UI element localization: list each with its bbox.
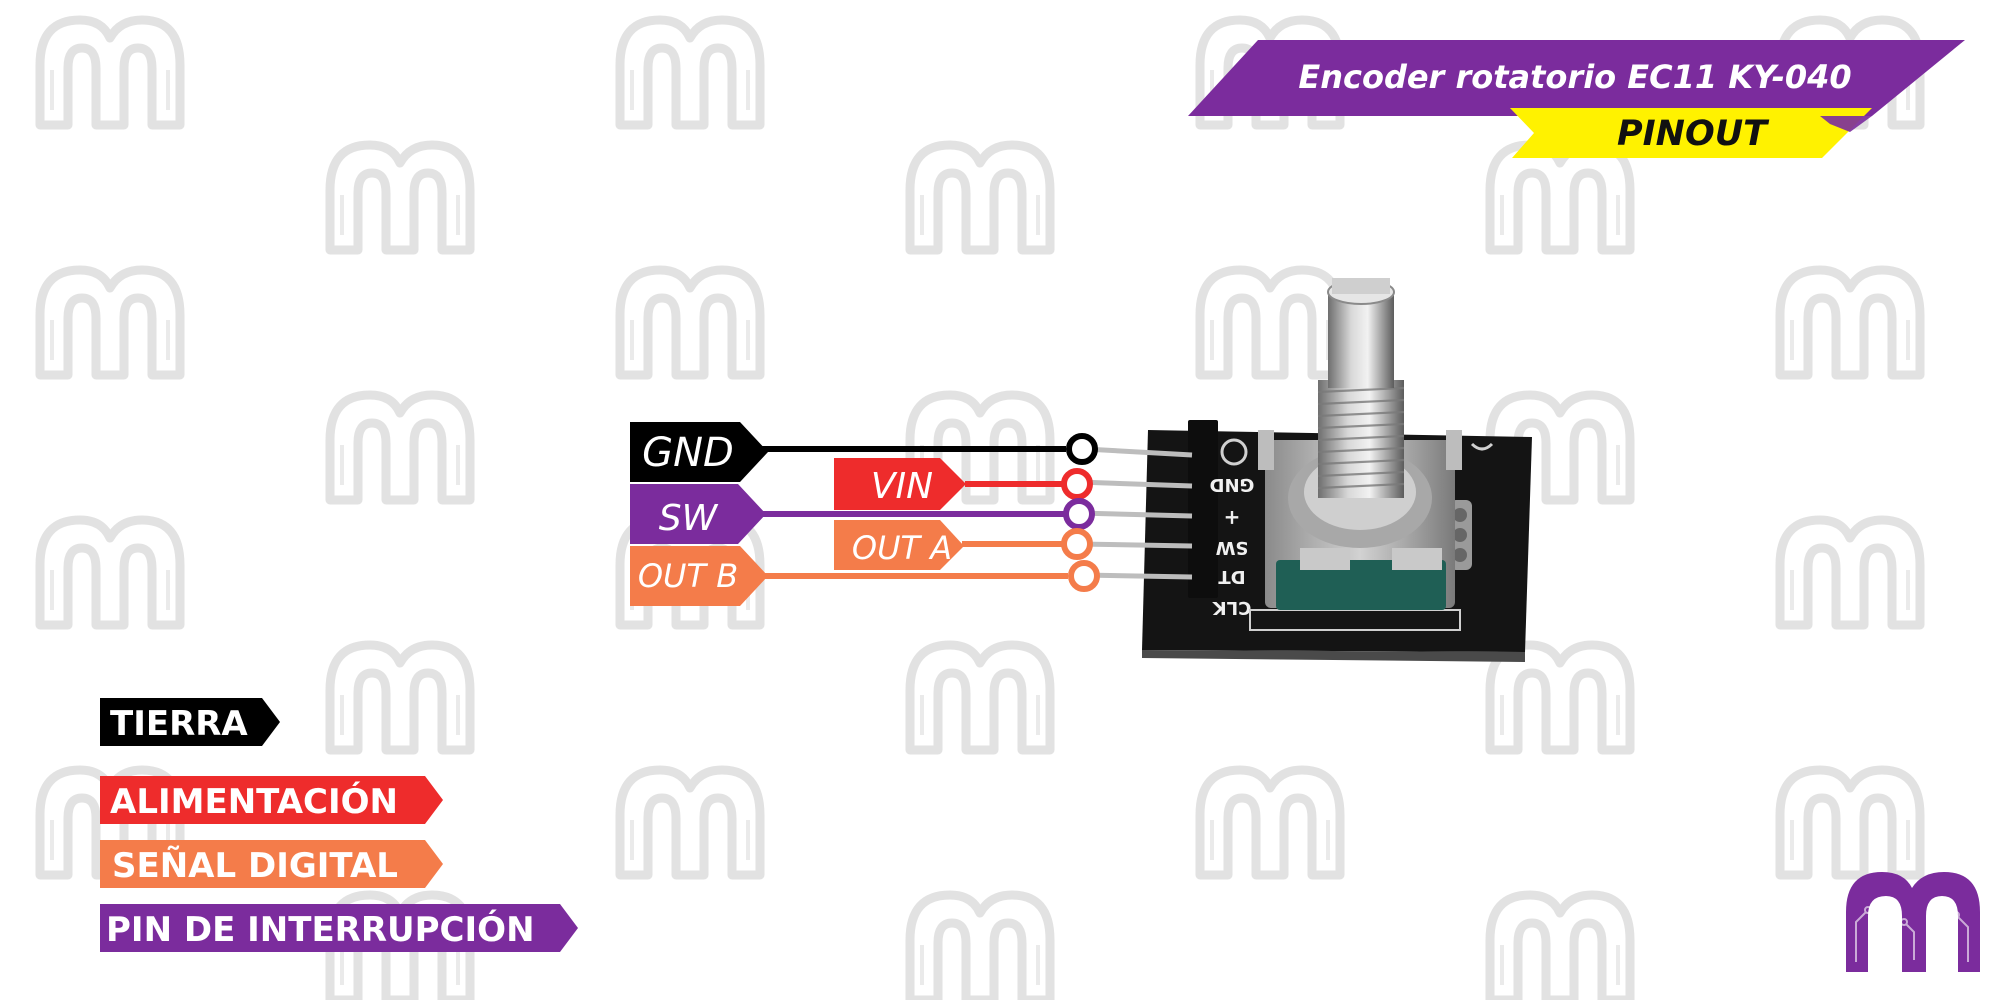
subtitle-banner-shape (1510, 108, 1872, 158)
m-watermark-icon (1490, 895, 1630, 1000)
title-text: Encoder rotatorio EC11 KY-040 (1298, 58, 1851, 96)
pin-callout-gnd: GND (630, 422, 1098, 482)
m-watermark-icon (330, 145, 470, 250)
m-watermark-icon (620, 270, 760, 375)
encoder-shaft (1328, 292, 1394, 388)
pin-label-vin: VIN (871, 466, 933, 507)
m-watermark-icon (620, 770, 760, 875)
pin-leads (1077, 446, 1193, 580)
m-watermark-icon (1490, 145, 1630, 250)
m-watermark-icon (1200, 270, 1340, 375)
subtitle-text: PINOUT (1617, 114, 1770, 154)
m-watermark-icon (910, 645, 1050, 750)
pin-callout-out-a: OUT A (834, 520, 1093, 570)
m-watermark-icon (40, 270, 180, 375)
legend-label-pin-interrupcion: PIN DE INTERRUPCIÓN (106, 909, 535, 950)
pin-lead (1077, 479, 1193, 489)
encoder-module: GND + SW DT CLK (1142, 278, 1532, 662)
legend-item-senal-digital: SEÑAL DIGITAL (100, 840, 443, 888)
m-watermark-icon (1780, 270, 1920, 375)
m-logo-icon (1846, 872, 1980, 972)
legend-item-alimentacion: ALIMENTACIÓN (100, 776, 443, 824)
pin-lead (1077, 510, 1193, 519)
pin-callout-sw: SW (630, 484, 1095, 544)
m-watermark-icon (330, 395, 470, 500)
pin-lead (1084, 446, 1193, 458)
svg-text:+: + (1224, 506, 1241, 530)
svg-text:GND: GND (1210, 474, 1255, 495)
pin-header (1188, 420, 1218, 598)
legend: TIERRA ALIMENTACIÓN SEÑAL DIGITAL PIN DE… (100, 698, 578, 952)
m-watermark-icon (910, 895, 1050, 1000)
m-watermark-icon (1200, 770, 1340, 875)
legend-item-tierra: TIERRA (100, 698, 280, 746)
legend-label-senal-digital: SEÑAL DIGITAL (112, 845, 398, 886)
pin-label-sw: SW (659, 498, 719, 539)
svg-text:CLK: CLK (1212, 597, 1252, 618)
pin-callout-out-b: OUT B (630, 546, 1100, 606)
m-watermark-icon (910, 145, 1050, 250)
title-banner: Encoder rotatorio EC11 KY-040 PINOUT (1188, 40, 1965, 158)
pin-callout-vin: VIN (834, 458, 1093, 510)
m-watermark-icon (330, 645, 470, 750)
legend-item-pin-interrupcion: PIN DE INTERRUPCIÓN (100, 904, 578, 952)
legend-label-alimentacion: ALIMENTACIÓN (110, 781, 398, 822)
pin-lead (1081, 572, 1193, 580)
m-watermark-icon (40, 520, 180, 625)
pin-label-out-a: OUT A (852, 529, 952, 567)
board-silkscreen: GND + SW DT CLK (1210, 474, 1255, 618)
m-watermark-icon (40, 20, 180, 125)
m-watermark-icon (620, 20, 760, 125)
pin-lead (1077, 541, 1193, 549)
m-watermark-icon (1780, 770, 1920, 875)
pin-callouts: GND VIN SW OUT A OUT B (630, 422, 1100, 606)
pin-label-gnd: GND (642, 430, 734, 476)
title-banner-shape (1188, 40, 1965, 116)
svg-text:SW: SW (1215, 537, 1248, 558)
svg-text:DT: DT (1218, 566, 1246, 587)
pin-label-out-b: OUT B (638, 557, 738, 595)
mounting-hole (1220, 438, 1248, 466)
legend-label-tierra: TIERRA (110, 704, 248, 744)
m-watermark-icon (1780, 520, 1920, 625)
